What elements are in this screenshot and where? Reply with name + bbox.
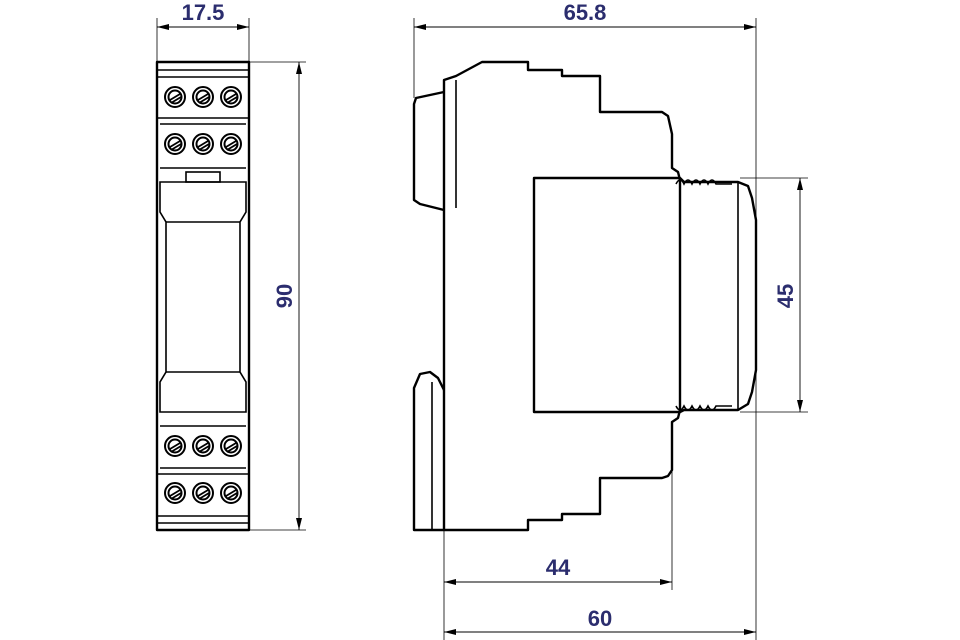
arrowhead bbox=[157, 24, 169, 30]
front-top-tab bbox=[185, 171, 221, 183]
din-clip-top bbox=[412, 90, 445, 212]
arrowhead bbox=[296, 518, 302, 530]
terminal-screw-icon bbox=[220, 133, 242, 155]
terminal-screw-icon bbox=[192, 86, 214, 108]
arrowhead bbox=[744, 24, 756, 30]
dimension-label-depth-60: 60 bbox=[588, 606, 612, 631]
terminal-screw-icon bbox=[220, 482, 242, 504]
dimension-17-5: 17.5 bbox=[156, 0, 250, 62]
cover-ribs-top bbox=[675, 179, 732, 186]
arrowhead bbox=[797, 400, 803, 412]
terminal-screw-icon bbox=[220, 86, 242, 108]
dimension-label-cover-height: 45 bbox=[773, 284, 798, 308]
dimension-44: 44 bbox=[443, 470, 673, 640]
dimension-65-8: 65.8 bbox=[413, 0, 757, 220]
terminal-screw-icon bbox=[192, 435, 214, 457]
side-view bbox=[412, 60, 758, 532]
arrowhead bbox=[237, 24, 249, 30]
terminal-screw-icon bbox=[192, 133, 214, 155]
dimension-label-width: 17.5 bbox=[182, 0, 225, 25]
terminal-screw-icon bbox=[220, 435, 242, 457]
terminal-screw-icon bbox=[164, 435, 186, 457]
front-view bbox=[155, 60, 251, 532]
arrowhead bbox=[444, 629, 456, 635]
dimension-label-height: 90 bbox=[272, 284, 297, 308]
arrowhead bbox=[444, 579, 456, 585]
cover-ribs-bottom bbox=[675, 404, 732, 411]
front-middle-panel bbox=[159, 181, 247, 413]
arrowhead bbox=[797, 178, 803, 190]
terminal-screw-icon bbox=[192, 482, 214, 504]
dimension-label-total-depth: 65.8 bbox=[564, 0, 607, 25]
front-view-body bbox=[155, 60, 251, 532]
terminal-screws bbox=[164, 86, 242, 504]
terminal-screw-icon bbox=[164, 133, 186, 155]
side-view-housing bbox=[442, 60, 682, 532]
dimension-label-depth-44: 44 bbox=[546, 555, 571, 580]
terminal-screw-icon bbox=[164, 482, 186, 504]
terminal-screw-icon bbox=[164, 86, 186, 108]
dimension-90: 90 bbox=[249, 61, 306, 531]
dimension-60: 60 bbox=[444, 370, 757, 640]
dimension-45: 45 bbox=[740, 177, 808, 413]
front-cover bbox=[532, 176, 758, 414]
din-clip-bottom bbox=[412, 370, 446, 532]
arrowhead bbox=[414, 24, 426, 30]
arrowhead bbox=[660, 579, 672, 585]
arrowhead bbox=[744, 629, 756, 635]
arrowhead bbox=[296, 62, 302, 74]
